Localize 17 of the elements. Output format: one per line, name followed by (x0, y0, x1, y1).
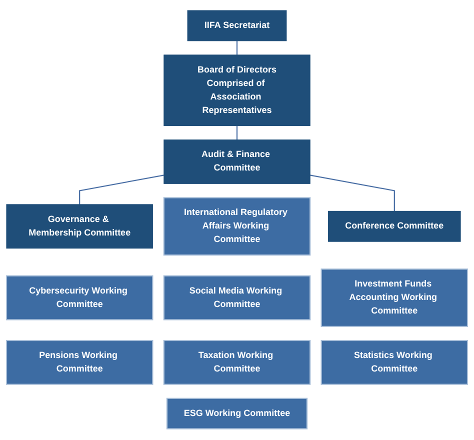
node-box: Social Media Working Committee (163, 276, 311, 321)
connector (236, 41, 238, 56)
node-box: Governance & Membership Committee (6, 204, 153, 249)
node-box: Statistics Working Committee (320, 340, 468, 386)
node-box: Investment Funds Accounting Working Committee (320, 268, 468, 328)
node-box: Conference Committee (328, 211, 461, 242)
node-box: International Regulatory Affairs Working Committee (163, 198, 311, 256)
node-box: ESG Working Committee (166, 398, 308, 430)
connector (236, 126, 238, 140)
node-box: Audit & Finance Committee (164, 140, 310, 184)
connector (79, 174, 164, 205)
connector (310, 174, 395, 212)
node-box: Taxation Working Committee (163, 340, 311, 386)
node-box: Cybersecurity Working Committee (6, 276, 154, 321)
node-box: Pensions Working Committee (6, 340, 154, 386)
node-box: Board of Directors Comprised of Association Representatives (164, 55, 310, 126)
node-box: IIFA Secretariat (187, 10, 287, 42)
